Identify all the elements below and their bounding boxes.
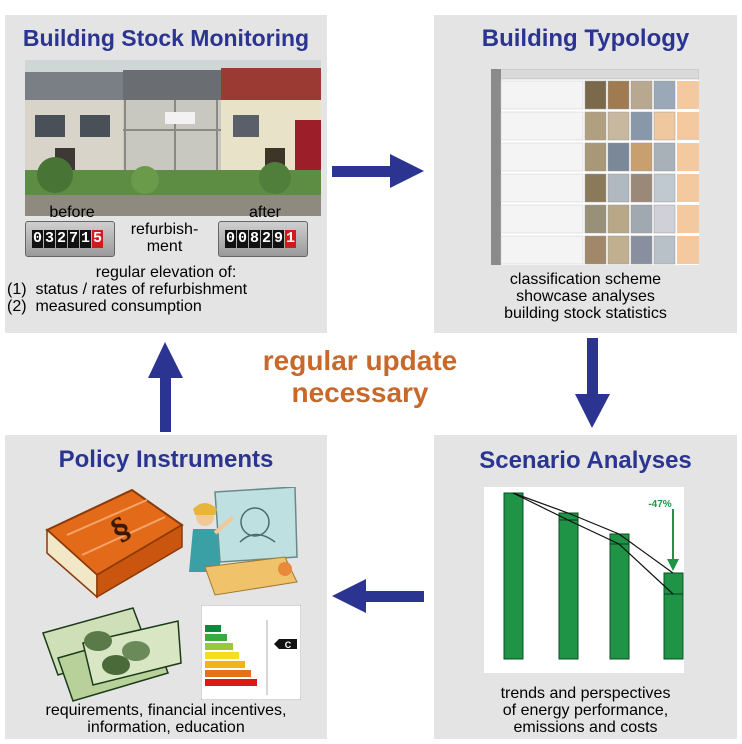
energy-label-icon: C (201, 605, 301, 700)
typology-cell (630, 235, 653, 265)
scenario-desc-3: emissions and costs (513, 719, 658, 736)
typology-cell (584, 142, 607, 172)
after-label: after (248, 204, 281, 221)
panel-scenario-analyses: Scenario Analyses -47% trends and perspe… (434, 435, 737, 739)
arrow-down-icon (575, 338, 610, 428)
panel-building-stock-monitoring: Building Stock Monitoring before after r… (5, 15, 327, 333)
panel-title: Policy Instruments (58, 446, 274, 473)
typology-cell (584, 235, 607, 265)
monitoring-desc-3: (2) measured consumption (7, 298, 202, 315)
teacher-education-icon (189, 487, 298, 596)
typology-cell (677, 112, 699, 140)
meter-digit: 9 (273, 230, 284, 248)
typology-cell (677, 236, 699, 264)
panel-title: Building Typology (481, 25, 690, 52)
meter-digit: 2 (56, 230, 67, 248)
monitoring-desc-1: regular elevation of: (95, 264, 237, 281)
typology-cell (584, 111, 607, 141)
center-update-line-1: regular update (262, 345, 458, 376)
typology-cell (500, 235, 584, 265)
typology-cell (584, 204, 607, 234)
typology-cell (653, 80, 676, 110)
meter-digit: 0 (225, 230, 236, 248)
scenario-desc-1: trends and perspectives (500, 685, 671, 702)
typology-desc-2: showcase analyses (516, 288, 655, 305)
typology-cell (630, 173, 653, 203)
typology-cell (607, 173, 630, 203)
panel-title: Building Stock Monitoring (22, 25, 310, 51)
panel-building-typology: Building Typology classification scheme … (434, 15, 737, 333)
typology-desc-3: building stock statistics (504, 305, 667, 322)
typology-cell (677, 205, 699, 233)
arrow-up-icon (148, 342, 183, 432)
typology-cell (677, 81, 699, 109)
meter-digit: 1 (80, 230, 91, 248)
typology-cell (607, 142, 630, 172)
meter-digit: 5 (92, 230, 103, 248)
panel-policy-instruments: Policy Instruments § (5, 435, 327, 739)
typology-cell (630, 111, 653, 141)
money-bills-icon (42, 607, 182, 702)
meter-digit: 2 (261, 230, 272, 248)
typology-cell (500, 142, 584, 172)
typology-cell (500, 111, 584, 141)
policy-desc-2: information, education (87, 719, 245, 736)
meter-digit: 1 (285, 230, 296, 248)
scenario-desc-2: of energy performance, (502, 702, 669, 719)
typology-cell (491, 69, 501, 265)
reduction-label: -47% (648, 499, 671, 510)
typology-cell (677, 174, 699, 202)
policy-desc-1: requirements, financial incentives, (45, 702, 287, 719)
typology-cell (677, 143, 699, 171)
typology-cell (653, 204, 676, 234)
house-photo (25, 60, 321, 216)
arrow-left-icon (332, 579, 424, 613)
center-update-line-2: necessary (291, 377, 429, 408)
typology-cell (500, 173, 584, 203)
refurbishment-label-2: ment (146, 238, 183, 255)
energy-class-letter: C (285, 640, 292, 650)
arrow-right-icon (332, 154, 424, 188)
typology-cell (584, 80, 607, 110)
typology-cell (607, 111, 630, 141)
typology-cell (653, 173, 676, 203)
typology-cell (653, 142, 676, 172)
meter-digit: 0 (32, 230, 43, 248)
typology-cell (607, 204, 630, 234)
panel-title: Scenario Analyses (479, 447, 692, 474)
before-label: before (49, 204, 95, 221)
typology-cell (500, 204, 584, 234)
typology-cell (607, 80, 630, 110)
refurbishment-label-1: refurbish- (130, 221, 199, 238)
typology-cell (630, 142, 653, 172)
typology-table-thumbnail (491, 69, 699, 265)
typology-cell (584, 173, 607, 203)
law-book-icon: § (45, 488, 184, 599)
typology-cell (607, 235, 630, 265)
typology-cell (630, 204, 653, 234)
typology-cell (653, 235, 676, 265)
scenario-bar-chart: -47% (484, 487, 684, 673)
meter-digit: 8 (249, 230, 260, 248)
typology-cell (630, 80, 653, 110)
monitoring-desc-2: (1) status / rates of refurbishment (7, 281, 248, 298)
meter-digit: 0 (237, 230, 248, 248)
typology-cell (491, 69, 699, 80)
meter-digit: 3 (44, 230, 55, 248)
typology-cell (653, 111, 676, 141)
typology-desc-1: classification scheme (509, 271, 662, 288)
typology-cell (500, 80, 584, 110)
meter-digit: 7 (68, 230, 79, 248)
